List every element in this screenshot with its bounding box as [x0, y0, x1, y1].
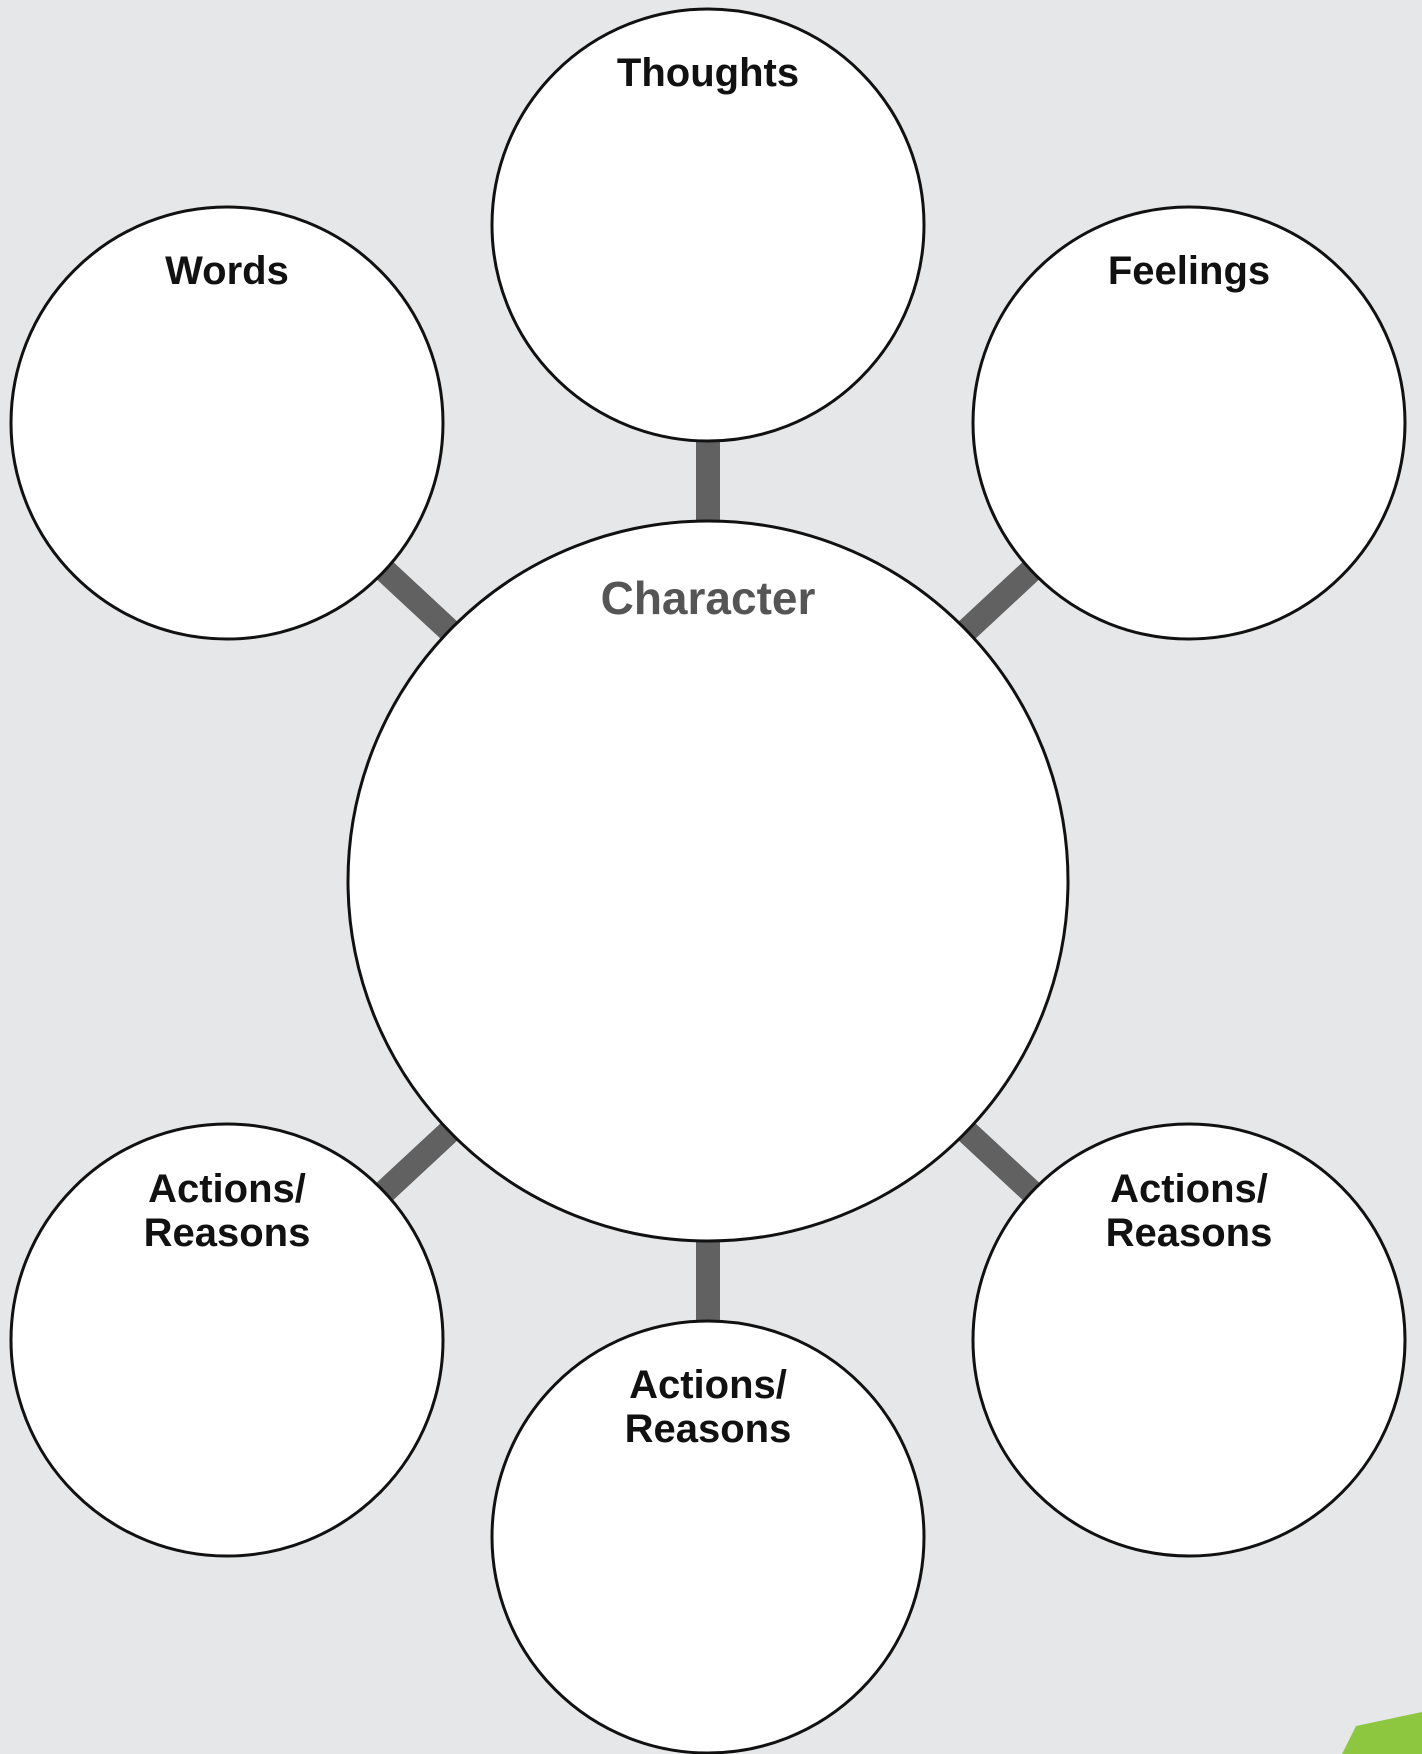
bubble-actions-right-circle: [971, 1122, 1407, 1558]
bubble-actions-bottom: Actions/ Reasons: [490, 1319, 926, 1754]
bubble-actions-right-label-line1: Actions/: [1110, 1167, 1268, 1211]
bubble-feelings: Feelings: [971, 205, 1407, 641]
bubble-actions-right: Actions/ Reasons: [971, 1122, 1407, 1558]
bubble-words-circle: [9, 205, 445, 641]
bubble-words-label: Words: [165, 249, 289, 293]
bubble-actions-left-label-line2: Reasons: [144, 1211, 311, 1255]
bubble-actions-left-label-line1: Actions/: [148, 1167, 306, 1211]
connectors: [371, 441, 1045, 1321]
connector-words: [371, 557, 460, 641]
bubble-thoughts-label: Thoughts: [617, 51, 799, 95]
bubble-character: Character: [346, 519, 1070, 1243]
bubble-feelings-circle: [971, 205, 1407, 641]
bubble-actions-bottom-label-line1: Actions/: [629, 1363, 787, 1407]
bubble-character-circle: [346, 519, 1070, 1243]
bubble-words: Words: [9, 205, 445, 641]
logo-corner-shape: [1342, 1712, 1422, 1754]
connector-feelings: [956, 557, 1045, 641]
bubble-actions-left: Actions/ Reasons: [9, 1122, 445, 1558]
bubble-thoughts: Thoughts: [490, 7, 926, 443]
bubble-actions-right-label-line2: Reasons: [1106, 1211, 1273, 1255]
bubble-actions-bottom-circle: [490, 1319, 926, 1754]
publisher-logo-icon: [1342, 1712, 1422, 1754]
bubble-actions-left-circle: [9, 1122, 445, 1558]
bubble-actions-bottom-label-line2: Reasons: [625, 1407, 792, 1451]
center-character-label: Character: [601, 572, 816, 624]
bubble-thoughts-circle: [490, 7, 926, 443]
connector-actions-right: [956, 1121, 1045, 1205]
connector-actions-left: [371, 1121, 460, 1205]
bubble-feelings-label: Feelings: [1108, 249, 1270, 293]
